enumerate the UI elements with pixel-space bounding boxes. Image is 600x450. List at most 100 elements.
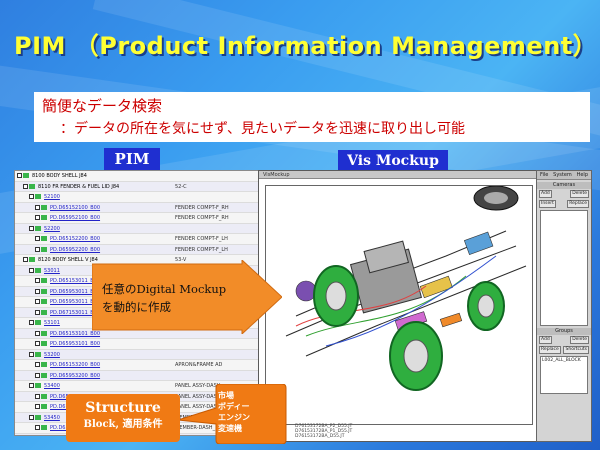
table-row[interactable]: 52100 bbox=[15, 192, 261, 203]
part-link[interactable]: PD.D65953101_B00 bbox=[50, 341, 101, 347]
part-link[interactable]: 53450 bbox=[44, 414, 60, 421]
notes-speech-callout bbox=[177, 384, 287, 444]
folder-icon bbox=[41, 309, 47, 315]
cameras-heading: Cameras bbox=[537, 182, 591, 189]
expand-toggle-icon[interactable] bbox=[29, 266, 41, 277]
group-shortcuts-button[interactable]: Shortcuts bbox=[563, 346, 589, 354]
vis-mockup-window: VisMockup bbox=[258, 170, 540, 442]
folder-icon bbox=[35, 225, 41, 231]
expand-toggle-icon[interactable] bbox=[29, 381, 41, 392]
expand-toggle-icon[interactable] bbox=[35, 402, 47, 413]
notes-callout-text: 市場 ボディー エンジン 変速機 bbox=[218, 390, 250, 434]
table-row[interactable]: 8100 BODY SHELL J84 bbox=[15, 171, 261, 182]
group-list[interactable]: L002_ALL_BLOCK bbox=[540, 356, 588, 394]
part-link[interactable]: PD.D65953011_B00 bbox=[50, 288, 101, 295]
expand-toggle-icon[interactable] bbox=[23, 182, 35, 193]
folder-icon bbox=[35, 414, 41, 420]
intro-heading: 簡便なデータ検索 bbox=[42, 97, 163, 115]
expand-toggle-icon[interactable] bbox=[35, 423, 47, 434]
node-label: 8100 BODY SHELL J84 bbox=[32, 173, 87, 179]
arrow-text-line1: 任意のDigital Mockup bbox=[102, 282, 227, 296]
expand-toggle-icon[interactable] bbox=[29, 192, 41, 203]
expand-toggle-icon[interactable] bbox=[35, 245, 47, 256]
part-link[interactable]: PD.D65952200_B00 bbox=[50, 246, 101, 253]
expand-toggle-icon[interactable] bbox=[35, 297, 47, 308]
expand-toggle-icon[interactable] bbox=[35, 287, 47, 298]
part-description: FENDER COMPT-F_RH bbox=[175, 215, 229, 221]
camera-delete-button[interactable]: Delete bbox=[570, 190, 589, 198]
table-row[interactable]: 52200 bbox=[15, 223, 261, 235]
expand-toggle-icon[interactable] bbox=[35, 213, 47, 224]
vis-viewport[interactable] bbox=[265, 185, 533, 425]
menu-help[interactable]: Help bbox=[576, 172, 588, 178]
expand-toggle-icon[interactable] bbox=[23, 255, 35, 266]
folder-icon bbox=[41, 436, 47, 437]
expand-toggle-icon[interactable] bbox=[35, 276, 47, 287]
folder-icon bbox=[35, 267, 41, 273]
group-list-item[interactable]: L002_ALL_BLOCK bbox=[542, 358, 581, 363]
expand-toggle-icon[interactable] bbox=[29, 350, 41, 361]
part-link[interactable]: PD.D65153101_B00 bbox=[50, 330, 101, 337]
panel-menu-bar: File System Help bbox=[537, 171, 591, 180]
folder-icon bbox=[35, 351, 41, 357]
group-add-button[interactable]: Add bbox=[539, 336, 552, 344]
status-line: D76153172BA_P2_D55.JT bbox=[295, 424, 353, 429]
expand-toggle-icon[interactable] bbox=[35, 392, 47, 403]
part-description: MEMBER-DASH_LWR bbox=[175, 425, 226, 431]
table-row[interactable]: PD.D65153101_B00 bbox=[15, 328, 261, 340]
part-link[interactable]: PD.D67153011_B00 bbox=[50, 309, 101, 316]
camera-replace-button[interactable]: Replace bbox=[567, 200, 589, 208]
expand-toggle-icon[interactable] bbox=[35, 434, 47, 437]
expand-toggle-icon[interactable] bbox=[35, 234, 47, 245]
camera-add-button[interactable]: Add bbox=[539, 190, 552, 198]
table-row[interactable]: PD.D65152200_B00 FENDER COMPT-F_LH bbox=[15, 234, 261, 245]
part-link[interactable]: 52200 bbox=[44, 225, 60, 232]
part-link[interactable]: 53400 bbox=[44, 383, 60, 389]
folder-icon bbox=[41, 246, 47, 252]
part-link[interactable]: 53200 bbox=[44, 351, 60, 358]
part-description: FENDER COMPT-F_LH bbox=[175, 236, 228, 242]
group-replace-button[interactable]: Replace bbox=[539, 346, 561, 354]
part-link[interactable]: 53011 bbox=[44, 267, 60, 274]
part-link[interactable]: PD.D65953200_B00 bbox=[50, 372, 101, 379]
folder-icon bbox=[41, 215, 47, 220]
part-link[interactable]: PD.D65152200_B00 bbox=[50, 236, 101, 242]
table-row[interactable]: PD.D65952100_B00 FENDER COMPT-F_RH bbox=[15, 213, 261, 224]
expand-toggle-icon[interactable] bbox=[35, 371, 47, 382]
camera-list[interactable] bbox=[540, 210, 588, 326]
expand-toggle-icon[interactable] bbox=[35, 329, 47, 340]
note-line: エンジン bbox=[218, 413, 250, 422]
part-link[interactable]: PD.D65953011_B00 bbox=[50, 299, 101, 305]
menu-file[interactable]: File bbox=[540, 172, 549, 178]
expand-toggle-icon[interactable] bbox=[35, 308, 47, 319]
structure-subtitle: Block, 適用条件 bbox=[83, 419, 163, 430]
expand-toggle-icon[interactable] bbox=[29, 413, 41, 424]
expand-toggle-icon[interactable] bbox=[35, 339, 47, 350]
folder-icon bbox=[41, 330, 47, 336]
part-link[interactable]: PD.D65153200_B00 bbox=[50, 362, 101, 368]
expand-toggle-icon[interactable] bbox=[29, 224, 41, 235]
part-link[interactable]: PD.D65152100_B00 bbox=[50, 204, 101, 211]
part-link[interactable]: 53101 bbox=[44, 320, 60, 326]
group-delete-button[interactable]: Delete bbox=[570, 336, 589, 344]
expand-toggle-icon[interactable] bbox=[35, 203, 47, 214]
table-row[interactable]: PD.D65953101_B00 bbox=[15, 339, 261, 350]
menu-system[interactable]: System bbox=[553, 172, 572, 178]
expand-toggle-icon[interactable] bbox=[17, 171, 29, 182]
part-link[interactable]: 52100 bbox=[44, 194, 60, 200]
part-link[interactable]: PD.D65153011_B00 bbox=[50, 278, 101, 284]
folder-icon bbox=[41, 204, 47, 210]
part-description: 52-C bbox=[175, 183, 187, 190]
table-row[interactable]: 53200 bbox=[15, 349, 261, 361]
table-row[interactable]: PD.D65953200_B00 bbox=[15, 370, 261, 382]
part-link[interactable]: PD.D65952100_B00 bbox=[50, 215, 101, 221]
expand-toggle-icon[interactable] bbox=[35, 360, 47, 371]
expand-toggle-icon[interactable] bbox=[29, 318, 41, 329]
groups-heading: Groups bbox=[537, 328, 591, 335]
camera-insert-button[interactable]: Insert bbox=[539, 200, 556, 208]
